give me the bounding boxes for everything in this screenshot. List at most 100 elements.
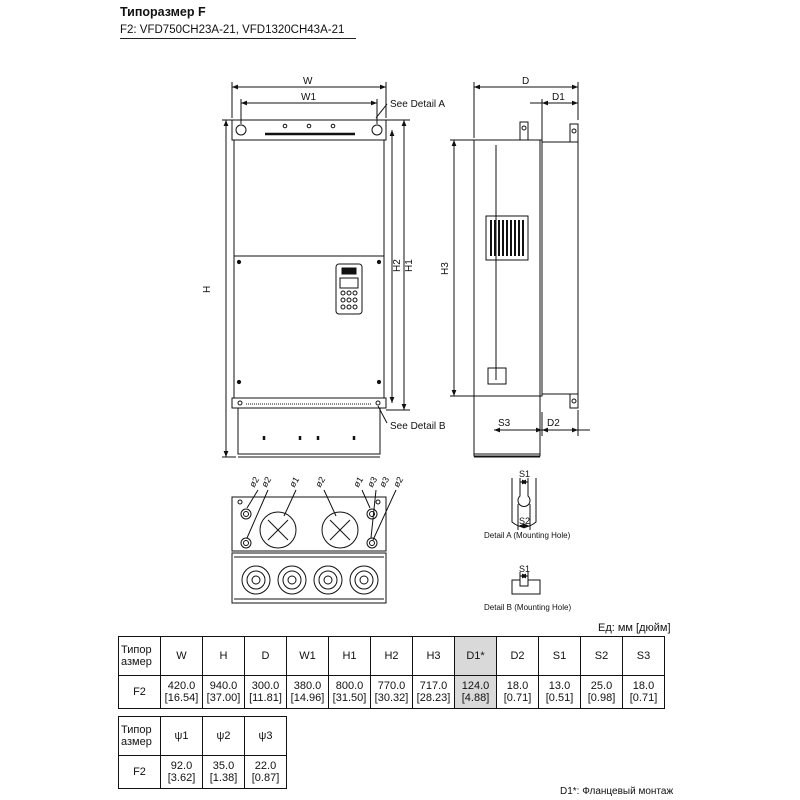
cell-psi2-in: [1.38]	[209, 772, 238, 784]
cell-psi1: 92.0[3.62]	[160, 755, 203, 789]
cell-h3-mm: 717.0	[419, 680, 448, 692]
size-header-line2: азмер	[121, 736, 152, 748]
dim-s3-label: S3	[498, 418, 511, 429]
size-header-line1: Типор	[121, 724, 152, 736]
cell-w1: 380.0[14.96]	[286, 675, 329, 709]
cell-h1-mm: 800.0	[335, 680, 364, 692]
subtitle-underline	[120, 38, 356, 39]
phi1-label-left: ø1	[287, 475, 301, 489]
cell-d2-mm: 18.0	[506, 680, 529, 692]
size-header-line2: азмер	[121, 656, 152, 668]
cell-psi3-in: [0.87]	[251, 772, 280, 784]
front-terminal-box	[237, 407, 381, 455]
side-flange-section	[541, 141, 579, 395]
row-label: F2	[118, 755, 161, 789]
cell-d1-in: [4.88]	[461, 692, 490, 704]
dim-h2-label: H2	[392, 259, 403, 272]
cell-h2: 770.0[30.32]	[370, 675, 413, 709]
cell-d2-in: [0.71]	[503, 692, 532, 704]
cell-w: 420.0[16.54]	[160, 675, 203, 709]
see-detail-b-label: See Detail B	[390, 421, 446, 432]
table-row: F2 420.0[16.54] 940.0[37.00] 300.0[11.81…	[118, 675, 665, 709]
dim-h-label: H	[202, 286, 213, 293]
cell-h3: 717.0[28.23]	[412, 675, 455, 709]
col-header-h2: H2	[370, 636, 413, 676]
cell-d1-mm: 124.0	[461, 680, 490, 692]
col-header-h3: H3	[412, 636, 455, 676]
col-header-s2: S2	[580, 636, 623, 676]
front-top-flange	[231, 119, 387, 141]
hole-diameter-table: Типор азмер ψ1 ψ2 ψ3 F2 92.0[3.62] 35.0[…	[118, 716, 287, 789]
units-label: Ед: мм [дюйм]	[598, 622, 671, 634]
detail-a-drawing	[511, 478, 537, 530]
page-title: Типоразмер F	[120, 5, 206, 19]
side-view	[450, 82, 590, 458]
side-louver	[485, 215, 529, 261]
dim-d2-label: D2	[547, 418, 560, 429]
detail-a-s2-label: S2	[519, 516, 530, 526]
cell-d2: 18.0[0.71]	[496, 675, 539, 709]
cell-h: 940.0[37.00]	[202, 675, 245, 709]
dim-w1-label: W1	[301, 92, 316, 103]
phi3-label-a: ø3	[365, 475, 379, 489]
row-label: F2	[118, 675, 161, 709]
cell-psi3-mm: 22.0	[254, 760, 277, 772]
cell-d-mm: 300.0	[251, 680, 280, 692]
cell-w1-in: [14.96]	[290, 692, 325, 704]
cell-h2-mm: 770.0	[377, 680, 406, 692]
col-header-s1: S1	[538, 636, 581, 676]
front-view	[222, 82, 410, 458]
phi2-label-left-bottom: ø2	[259, 475, 273, 489]
cell-s2-in: [0.98]	[587, 692, 616, 704]
col-header-psi3: ψ3	[244, 716, 287, 756]
see-detail-a-label: See Detail A	[390, 99, 445, 110]
cell-s2-mm: 25.0	[590, 680, 613, 692]
table-header-row: Типор азмер ψ1 ψ2 ψ3	[118, 716, 287, 756]
col-header-d2: D2	[496, 636, 539, 676]
cell-s3-mm: 18.0	[632, 680, 655, 692]
cell-h-mm: 940.0	[209, 680, 238, 692]
dim-h3-label: H3	[440, 262, 451, 275]
cell-psi2: 35.0[1.38]	[202, 755, 245, 789]
dimensions-table: Типор азмер W H D W1 H1 H2 H3 D1* D2 S1 …	[118, 636, 665, 709]
cell-w1-mm: 380.0	[293, 680, 322, 692]
phi2-label-center: ø2	[313, 475, 327, 489]
side-main-body	[473, 139, 543, 397]
cell-s2: 25.0[0.98]	[580, 675, 623, 709]
cell-d: 300.0[11.81]	[244, 675, 287, 709]
detail-a-caption: Detail A (Mounting Hole)	[484, 531, 571, 540]
keypad	[335, 263, 363, 315]
dim-d-label: D	[522, 76, 529, 87]
col-header-h1: H1	[328, 636, 371, 676]
cell-psi1-mm: 92.0	[170, 760, 193, 772]
cell-h-in: [37.00]	[206, 692, 241, 704]
col-header-psi2: ψ2	[202, 716, 245, 756]
cell-s1: 13.0[0.51]	[538, 675, 581, 709]
cell-s1-mm: 13.0	[548, 680, 571, 692]
size-header-line1: Типор	[121, 644, 152, 656]
cell-s3: 18.0[0.71]	[622, 675, 665, 709]
cell-psi1-in: [3.62]	[167, 772, 196, 784]
phi1-label-right: ø1	[351, 475, 365, 489]
col-header-d: D	[244, 636, 287, 676]
cell-w-mm: 420.0	[167, 680, 196, 692]
detail-b-s1-label: S1	[519, 564, 530, 574]
dim-w-label: W	[303, 76, 313, 87]
flange-mount-footnote: D1*: Фланцевый монтаж	[560, 786, 674, 797]
col-header-d1: D1*	[454, 636, 497, 676]
cell-h3-in: [28.23]	[416, 692, 451, 704]
phi3-label-b: ø3	[377, 475, 391, 489]
cell-h2-in: [30.32]	[374, 692, 409, 704]
cell-psi3: 22.0[0.87]	[244, 755, 287, 789]
cell-w-in: [16.54]	[164, 692, 199, 704]
detail-b-caption: Detail B (Mounting Hole)	[484, 603, 571, 612]
model-subtitle: F2: VFD750CH23A-21, VFD1320CH43A-21	[120, 24, 345, 36]
dim-d1-label: D1	[552, 92, 565, 103]
cell-d-in: [11.81]	[249, 692, 282, 704]
cell-psi2-mm: 35.0	[212, 760, 235, 772]
detail-a-s1-label: S1	[519, 469, 530, 479]
col-header-w1: W1	[286, 636, 329, 676]
cell-h1-in: [31.50]	[332, 692, 367, 704]
detail-b-drawing	[511, 572, 541, 595]
phi2-label-right: ø2	[391, 475, 405, 489]
